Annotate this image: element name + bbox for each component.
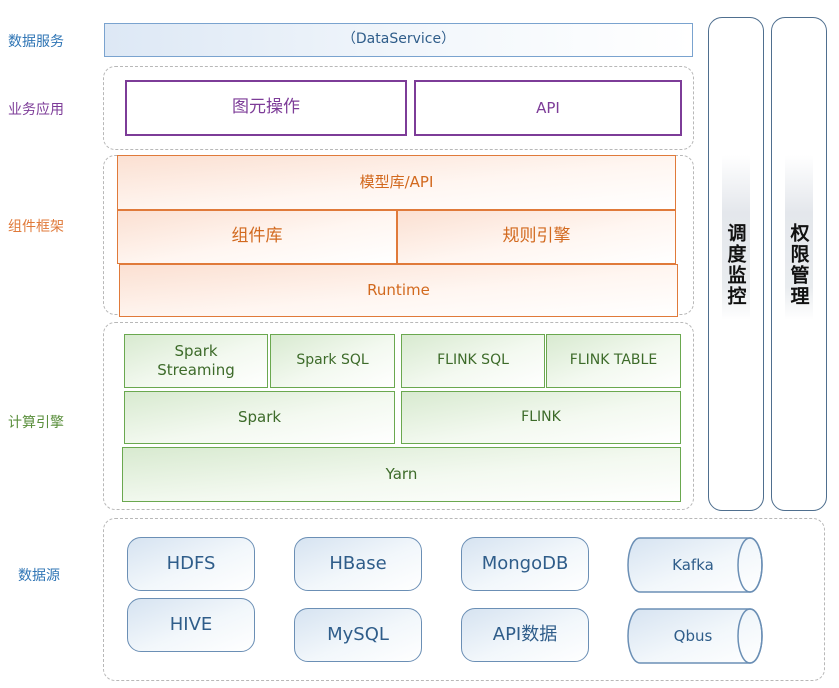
flink-sql-box: FLINK SQL	[401, 334, 545, 388]
permission-manage-shade	[785, 155, 813, 320]
hbase-box: HBase	[294, 537, 422, 591]
hdfs-box: HDFS	[127, 537, 255, 591]
spark-streaming-box: Spark Streaming	[124, 334, 268, 388]
schedule-monitor-text: 调度监控	[724, 223, 747, 307]
qbus-label: Qbus	[673, 627, 713, 645]
flink-box: FLINK	[401, 391, 681, 444]
label-data-service: 数据服务	[8, 34, 64, 50]
label-data-source: 数据源	[18, 568, 60, 584]
kafka-cylinder-icon	[627, 537, 763, 593]
runtime-box: Runtime	[119, 264, 678, 317]
rule-engine-box: 规则引擎	[397, 210, 676, 264]
hive-box: HIVE	[127, 598, 255, 652]
permission-manage-text: 权限管理	[787, 223, 810, 307]
label-component-framework: 组件框架	[8, 219, 64, 235]
spark-box: Spark	[124, 391, 395, 444]
qbus-cylinder-icon	[627, 608, 763, 664]
business-box-primitive-ops: 图元操作	[125, 80, 407, 136]
mysql-box: MySQL	[294, 608, 422, 662]
data-service-box: （DataService）	[104, 23, 693, 57]
label-business: 业务应用	[8, 102, 64, 118]
mongodb-box: MongoDB	[461, 537, 589, 591]
component-lib-box: 组件库	[117, 210, 397, 264]
schedule-monitor-shade	[722, 155, 750, 320]
flink-table-box: FLINK TABLE	[546, 334, 681, 388]
business-box-api: API	[414, 80, 682, 136]
model-lib-box: 模型库/API	[117, 155, 676, 210]
api-data-box: API数据	[461, 608, 589, 662]
yarn-box: Yarn	[122, 447, 681, 502]
label-compute-engine: 计算引擎	[8, 415, 64, 431]
kafka-label: Kafka	[672, 556, 714, 574]
spark-sql-box: Spark SQL	[270, 334, 395, 388]
